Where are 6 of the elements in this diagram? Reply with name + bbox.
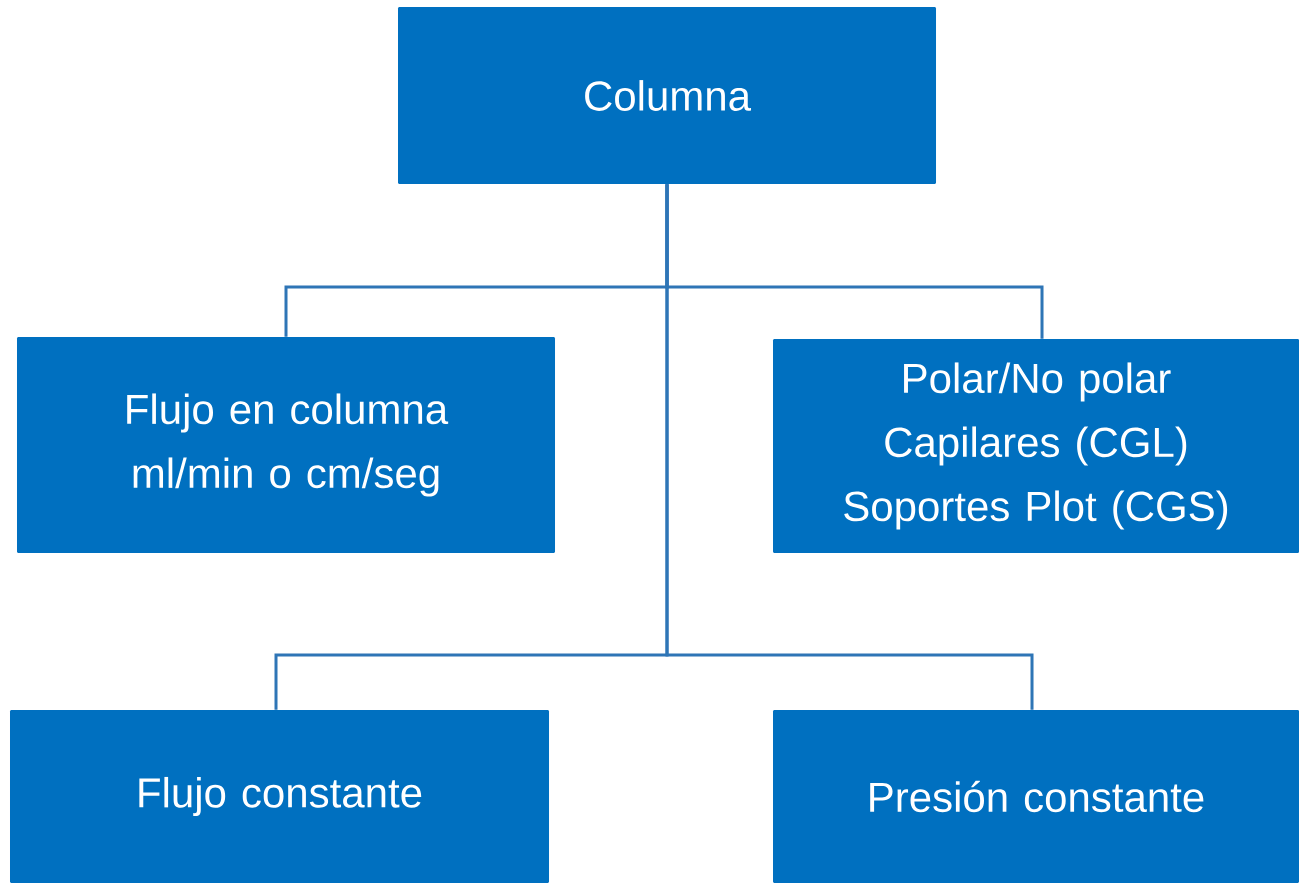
- category-box: Flujo en columna ml/min o cm/seg: [17, 337, 555, 553]
- connector-line: [665, 184, 1034, 710]
- category-box: Presión constante: [773, 710, 1299, 883]
- title-box: Columna: [398, 7, 936, 184]
- category-box: Flujo constante: [10, 710, 549, 883]
- category-box: Polar/No polar Capilares (CGL) Soportes Plot (CGS): [773, 339, 1299, 553]
